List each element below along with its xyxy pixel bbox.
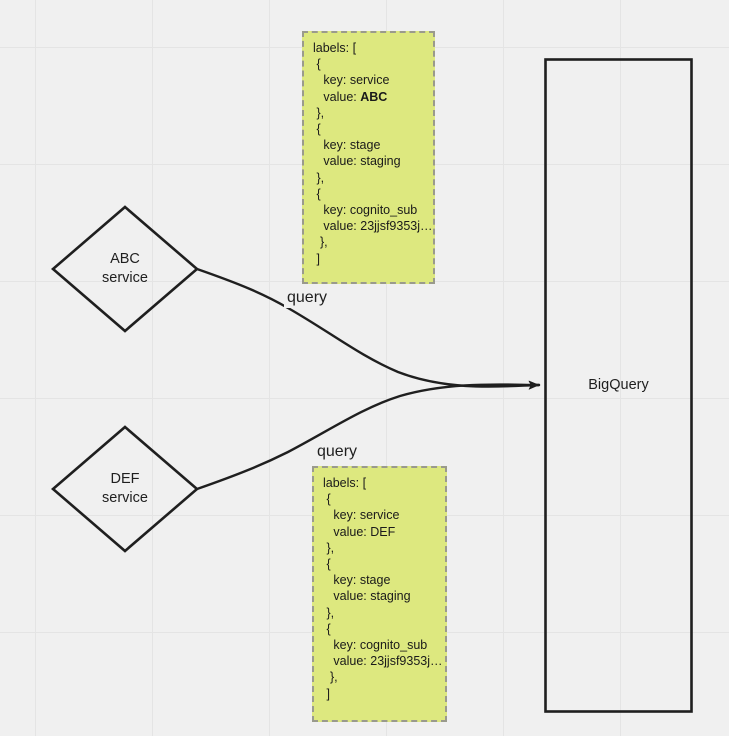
note-line: }, [323,605,335,620]
note-line: labels: [ [323,476,367,490]
node-abc-service-shape[interactable] [51,205,199,333]
note-line: ] [323,686,330,701]
note-line: }, [313,105,325,120]
node-def-service-shape[interactable] [51,425,199,553]
edge-abc-to-bigquery[interactable] [195,267,541,390]
note-line: { [313,122,321,137]
note-line: }, [323,540,335,555]
note-line: { [323,557,331,572]
note-def-labels[interactable]: labels: [ { key: service value: DEF }, {… [312,466,447,722]
note-line: key: stage [313,138,381,153]
note-line: value: 23jjsf9353j… [323,654,443,669]
note-line: key: stage [323,573,391,588]
edge-def-to-bigquery[interactable] [195,380,541,491]
note-line: }, [313,235,328,250]
note-line: key: cognito_sub [323,638,428,653]
note-abc-labels[interactable]: labels: [ { key: service value: ABC }, {… [302,31,435,284]
note-line: ] [313,251,320,266]
note-line: { [313,186,321,201]
note-line: value: ABC [313,89,388,104]
edge-label-query-def: query [314,442,361,462]
note-line: }, [323,670,338,685]
note-line: }, [313,170,325,185]
node-bigquery-shape[interactable] [544,58,693,713]
note-line: labels: [ [313,41,357,55]
note-line: { [323,492,331,507]
note-line: value: staging [323,589,411,604]
note-line: value: DEF [323,524,396,539]
note-line: value: staging [313,154,401,169]
note-line: value: 23jjsf9353j… [313,219,433,234]
note-line: key: service [313,73,390,88]
note-line: { [323,621,331,636]
note-line: key: cognito_sub [313,203,418,218]
edge-label-query-abc: query [284,288,331,308]
note-line: { [313,57,321,72]
note-line: key: service [323,508,400,523]
